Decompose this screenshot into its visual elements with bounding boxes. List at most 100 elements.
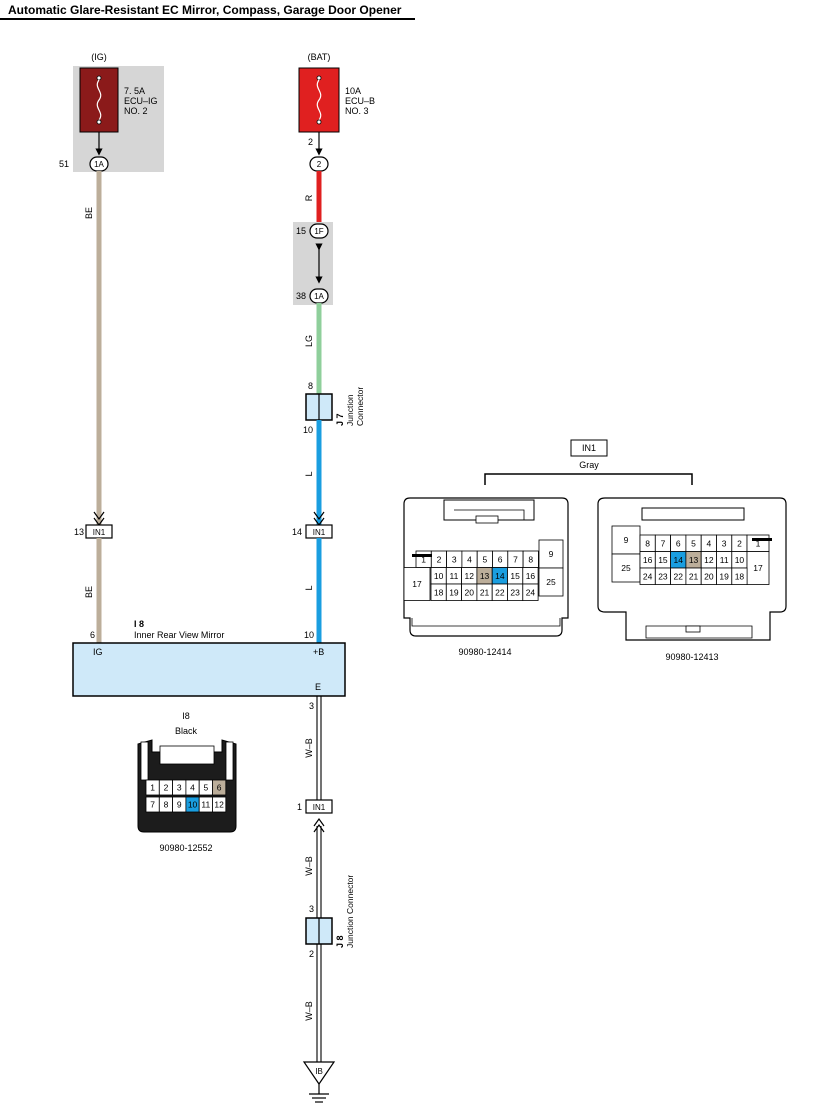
in1r-pin-25: 25	[621, 563, 631, 573]
i8-pin-8: 8	[164, 800, 169, 810]
in1r-pin-4: 4	[706, 538, 711, 548]
in1l-pin-18: 18	[434, 587, 444, 597]
in1l-pin-9: 9	[549, 549, 554, 559]
i8-pin-11: 11	[201, 800, 210, 810]
in1r-pin-12: 12	[704, 555, 714, 565]
wire-be-label-upper: BE	[84, 207, 94, 219]
in1l-pin-7: 7	[513, 554, 518, 564]
in1l-pin-25: 25	[546, 577, 556, 587]
ig-conn-label: 1A	[94, 160, 104, 169]
j8-code: J 8	[335, 935, 345, 948]
i8-pin-10: 10	[188, 800, 198, 810]
in1r-pin-14: 14	[674, 555, 684, 565]
in1l-pin-24-cell	[522, 583, 539, 601]
i8-pin-9: 9	[177, 800, 182, 810]
i8-pin-12-cell	[212, 796, 227, 813]
i8-pin-2: 2	[164, 783, 169, 793]
conn-1a-pin: 38	[296, 291, 306, 301]
in1r-pin-3: 3	[722, 538, 727, 548]
j8-desc: Junction Connector	[345, 875, 355, 948]
j8-pin-top: 3	[309, 904, 314, 914]
wire-lg-label: LG	[304, 335, 314, 347]
in1l-key-mark	[412, 554, 432, 557]
conn-1f-pin: 15	[296, 226, 306, 236]
ground-point-label: IB	[315, 1067, 323, 1076]
i8-pin-6: 6	[217, 783, 222, 793]
in1-left-part-number: 90980-12414	[458, 647, 511, 657]
wire-wb-label-3: W–B	[304, 1001, 314, 1021]
wire-wb-label-1: W–B	[304, 738, 314, 758]
wire-r-label: R	[304, 194, 314, 201]
in1l-pin-6: 6	[498, 554, 503, 564]
in1r-pin-11: 11	[720, 555, 729, 565]
bat-conn-label: 2	[317, 160, 322, 169]
ground-point-triangle	[302, 1061, 336, 1086]
bat-fuse-number: NO. 3	[345, 106, 369, 116]
mirror-b-pin: 10	[304, 630, 314, 640]
in1l-pin-5: 5	[482, 554, 487, 564]
ig-fuse-name: ECU–IG	[124, 96, 158, 106]
in1-code: IN1	[582, 443, 596, 453]
gnd-conn-in1	[305, 799, 333, 814]
j7-pin-top: 8	[308, 381, 313, 391]
in1l-pin-22: 22	[495, 587, 505, 597]
in1l-pin-4: 4	[467, 554, 472, 564]
in1r-pin-22: 22	[674, 571, 684, 581]
in1r-pin-18: 18	[735, 571, 745, 581]
in1l-pin-23: 23	[510, 587, 520, 597]
gnd-in1-label: IN1	[313, 803, 326, 812]
in1l-pin-11: 11	[450, 571, 459, 581]
in1r-pin-7: 7	[661, 538, 666, 548]
in1l-pin-17-cell	[403, 567, 431, 601]
in1r-pin-6: 6	[676, 538, 681, 548]
in1l-pin-19: 19	[449, 587, 459, 597]
in1l-pin-14: 14	[495, 571, 505, 581]
in1r-pin-15: 15	[658, 555, 668, 565]
i8-connector-code: I8	[182, 711, 190, 721]
mirror-code: I 8	[134, 619, 144, 629]
in1r-pin-21: 21	[689, 571, 699, 581]
in1r-pin-9-cell	[611, 525, 641, 555]
e-pin: 3	[309, 701, 314, 711]
in1l-pin-21: 21	[480, 587, 490, 597]
conn-1f-label: 1F	[314, 227, 323, 236]
in1r-pin-19: 19	[719, 571, 729, 581]
wire-l-label-lower: L	[304, 585, 314, 590]
in1r-pin-20: 20	[704, 571, 714, 581]
i8-part-number: 90980-12552	[159, 843, 212, 853]
in1l-pin-16: 16	[526, 571, 536, 581]
inner-rear-view-mirror	[72, 642, 346, 697]
i8-pin-7: 7	[150, 800, 155, 810]
in1r-key-mark	[752, 538, 772, 541]
in1l-pin-10: 10	[434, 571, 444, 581]
wire-wb-label-2: W–B	[304, 856, 314, 876]
conn-1a-mid-label: 1A	[314, 292, 324, 301]
i8-pin-5: 5	[203, 783, 208, 793]
ig-source-label: (IG)	[91, 52, 107, 62]
i8-pin-6-cell	[212, 779, 227, 796]
gnd-in1-arrow-icon	[313, 817, 325, 833]
i8-connector-color: Black	[175, 726, 198, 736]
in1r-pin-5: 5	[691, 538, 696, 548]
ig-conn-pin: 51	[59, 159, 69, 169]
in1r-pin-16: 16	[643, 555, 653, 565]
in1l-pin-2: 2	[437, 554, 442, 564]
i8-pin-1: 1	[150, 783, 155, 793]
j7-desc-2: Connector	[355, 387, 365, 426]
b-in1-label: IN1	[313, 528, 326, 537]
bat-fuse-rating: 10A	[345, 86, 361, 96]
mirror-pin-ig: IG	[93, 647, 103, 657]
b-in1-pin: 14	[292, 527, 302, 537]
in1l-pin-15: 15	[510, 571, 520, 581]
gnd-in1-pin: 1	[297, 802, 302, 812]
in1r-pin-2: 2	[737, 538, 742, 548]
in1l-pin-20: 20	[465, 587, 475, 597]
j7-desc-1: Junction	[345, 394, 355, 426]
in1l-pin-3: 3	[452, 554, 457, 564]
in1-bracket	[484, 473, 693, 485]
bat-fuse-pin: 2	[308, 137, 313, 147]
in1l-pin-13: 13	[480, 571, 490, 581]
j7-code: J 7	[335, 413, 345, 426]
